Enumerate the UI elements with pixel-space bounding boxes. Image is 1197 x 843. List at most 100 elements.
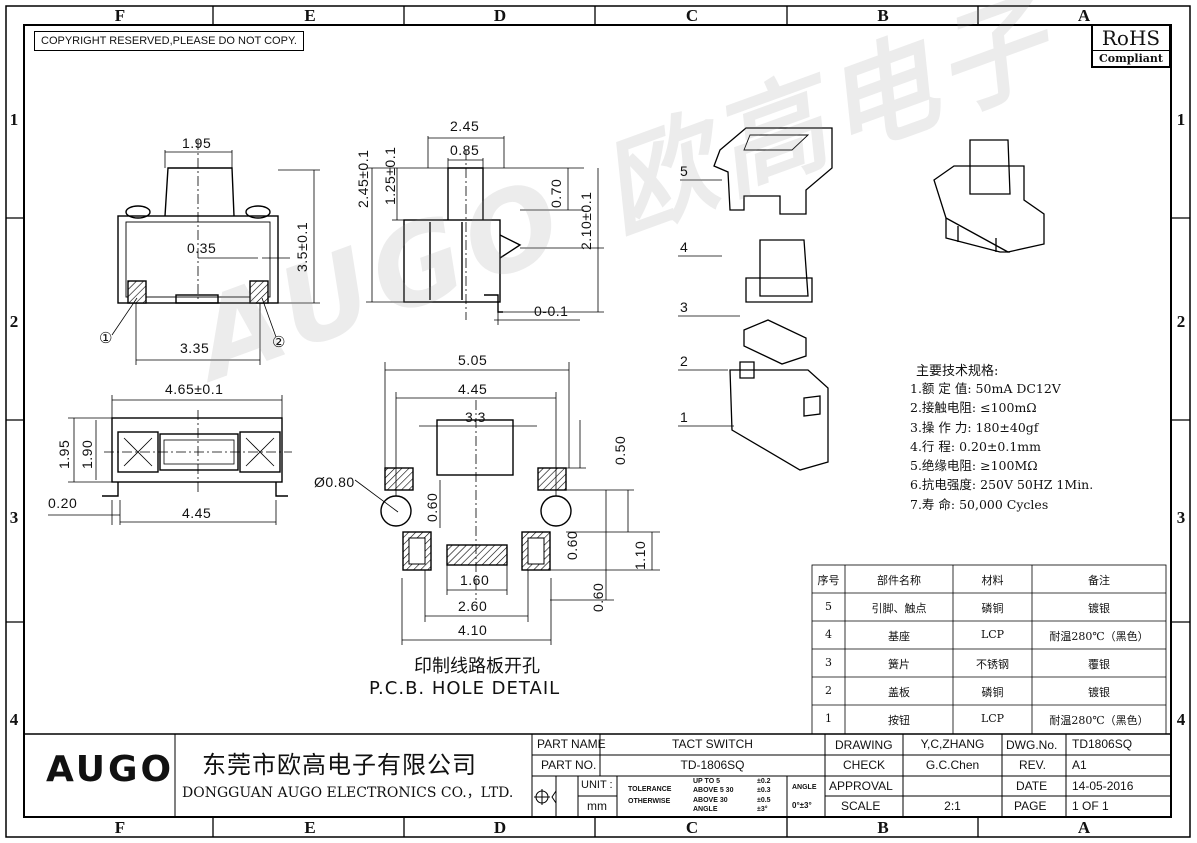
parts-cell: 按钮 — [888, 714, 910, 727]
part-label-4: 4 — [680, 239, 688, 255]
page-label: PAGE — [1014, 799, 1047, 813]
dim-pcb-bottom: 0.60 — [590, 582, 606, 612]
tolerance-label: TOLERANCE — [628, 786, 672, 793]
zone-col-F: F — [114, 6, 126, 25]
parts-cell: 5 — [825, 600, 832, 613]
spec-line-4: 4.行 程: 0.20±0.1mm — [910, 439, 1041, 454]
zone-col-C-bottom: C — [685, 818, 699, 837]
dim-front-pin-pitch: 3.35 — [180, 340, 210, 356]
spec-line-1: 1.额 定 值: 50mA DC12V — [910, 381, 1061, 396]
specs-title: 主要技术规格: — [916, 364, 999, 379]
company-name-en: DONGGUAN AUGO ELECTRONICS CO.，LTD. — [182, 785, 514, 801]
dim-pcb-w3: 3.3 — [465, 409, 486, 425]
angle-label: ANGLE — [792, 784, 817, 791]
zone-row-4-right: 4 — [1176, 710, 1186, 729]
parts-cell: 磷铜 — [981, 686, 1004, 699]
dim-pcb-pad-pitch: 1.10 — [632, 540, 648, 570]
rohs-compliant-label: Compliant — [1093, 50, 1169, 66]
zone-row-1-right: 1 — [1176, 110, 1186, 129]
dim-pcb-mid: 2.60 — [458, 598, 488, 614]
dim-front-top-width: 1.95 — [182, 135, 212, 151]
dwg-no-value: TD1806SQ — [1072, 737, 1133, 751]
zone-row-2-right: 2 — [1176, 312, 1186, 331]
date-label: DATE — [1016, 779, 1048, 793]
parts-cell: 磷铜 — [981, 602, 1004, 615]
copyright-notice: COPYRIGHT RESERVED,PLEASE DO NOT COPY. — [34, 31, 304, 51]
unit-value: mm — [587, 799, 607, 813]
zone-col-A-bottom: A — [1077, 818, 1091, 837]
dim-pcb-outer: 4.10 — [458, 622, 488, 638]
dim-pcb-inner: 1.60 — [460, 572, 490, 588]
parts-cell: 覆银 — [1088, 658, 1110, 671]
unit-label: UNIT : — [581, 779, 613, 791]
otherwise-label: OTHERWISE — [628, 798, 671, 805]
part-label-2: 2 — [680, 353, 688, 369]
drawing-label: DRAWING — [835, 738, 893, 752]
check-by: G.C.Chen — [925, 758, 980, 772]
parts-cell: 盖板 — [888, 686, 910, 699]
spec-line-2: 2.接触电阻: ≤100mΩ — [910, 400, 1037, 415]
parts-cell: LCP — [980, 712, 1005, 725]
tol-row-4-range: ANGLE — [693, 806, 718, 813]
parts-cell: 簧片 — [888, 658, 910, 671]
parts-cell: 镀银 — [1088, 686, 1110, 699]
check-label: CHECK — [843, 758, 886, 772]
parts-cell: 4 — [825, 628, 832, 641]
dim-side-height: 2.45±0.1 — [355, 149, 371, 208]
zone-row-3: 3 — [9, 508, 19, 527]
dim-side-knob-height: 1.25±0.1 — [382, 146, 398, 205]
pcb-caption-en: P.C.B. HOLE DETAIL — [369, 678, 561, 699]
parts-cell: 引脚、触点 — [871, 602, 927, 615]
parts-cell: 基座 — [888, 630, 910, 643]
zone-col-B-bottom: B — [877, 818, 889, 837]
scale-label: SCALE — [841, 799, 881, 813]
rev-label: REV. — [1019, 758, 1046, 772]
angle-value: 0°±3° — [792, 801, 812, 810]
dwg-no-label: DWG.No. — [1006, 738, 1058, 752]
pcb-caption-cn: 印制线路板开孔 — [414, 656, 540, 677]
zone-col-E-bottom: E — [304, 818, 316, 837]
dim-side-width: 2.45 — [450, 118, 480, 134]
dim-pcb-hole-offset: 0.60 — [424, 492, 440, 522]
parts-cell: 不锈钢 — [976, 658, 1009, 671]
parts-header-no: 序号 — [817, 574, 840, 587]
rohs-label: RoHS — [1101, 26, 1161, 50]
tol-row-3-range: ABOVE 30 — [693, 797, 728, 804]
zone-col-F-bottom: F — [114, 818, 126, 837]
spec-line-7: 7.寿 命: 50,000 Cycles — [910, 497, 1049, 512]
parts-header-remark: 备注 — [1088, 574, 1110, 587]
dim-side-body-height: 2.10±0.1 — [578, 191, 594, 250]
company-logo: AUGO — [46, 749, 175, 790]
dim-pcb-w2: 4.45 — [458, 381, 488, 397]
parts-cell: 2 — [825, 684, 832, 697]
spec-line-3: 3.操 作 力: 180±40gf — [910, 420, 1039, 435]
parts-header-name: 部件名称 — [877, 574, 921, 587]
tol-row-3-value: ±0.5 — [757, 797, 771, 804]
zone-row-4: 4 — [9, 710, 19, 729]
approval-label: APPROVAL — [829, 779, 893, 793]
zone-col-C: C — [685, 6, 699, 25]
company-name-cn: 东莞市欧高电子有限公司 — [202, 751, 477, 779]
dim-pcb-hole: Ø0.80 — [314, 474, 355, 490]
dim-front-gap: 0.35 — [187, 240, 217, 256]
page-value: 1 OF 1 — [1072, 799, 1109, 813]
zone-col-D: D — [493, 6, 507, 25]
zone-col-B: B — [877, 6, 889, 25]
dim-front-height: 3.5±0.1 — [294, 221, 310, 272]
part-label-5: 5 — [680, 163, 688, 179]
dim-pcb-top: 0.50 — [612, 435, 628, 465]
dim-bottom-lead: 0.20 — [48, 495, 78, 511]
dim-bottom-h1: 1.95 — [56, 439, 72, 469]
drawing-by: Y,C,ZHANG — [920, 737, 985, 751]
zone-col-A: A — [1077, 6, 1091, 25]
zone-row-1: 1 — [9, 110, 19, 129]
parts-cell: 耐温280℃（黑色） — [1049, 630, 1149, 643]
tol-row-1-range: UP TO 5 — [693, 778, 720, 785]
date-value: 14-05-2016 — [1072, 779, 1134, 793]
zone-col-E: E — [304, 6, 316, 25]
dim-bottom-pitch: 4.45 — [182, 505, 212, 521]
zone-row-3-right: 3 — [1176, 508, 1186, 527]
part-label-1: 1 — [680, 409, 688, 425]
